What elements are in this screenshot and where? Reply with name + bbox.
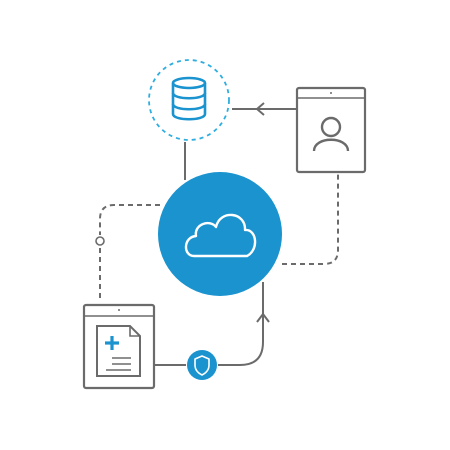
connector-shield-cloud bbox=[218, 282, 264, 366]
user-device-frame bbox=[295, 86, 367, 174]
cloud-icon bbox=[184, 213, 257, 258]
medical-device-camera bbox=[118, 309, 120, 311]
medical-device-frame bbox=[82, 303, 156, 390]
user-device bbox=[295, 86, 367, 174]
arrowhead-left bbox=[255, 102, 265, 116]
medical-document-icon bbox=[96, 325, 141, 377]
connectors bbox=[95, 102, 339, 366]
connector-cloud-medical-dashed bbox=[99, 204, 160, 235]
arrowhead-up bbox=[256, 312, 270, 323]
database-node bbox=[148, 59, 230, 141]
medical-cross-icon bbox=[105, 336, 119, 350]
database-icon bbox=[171, 76, 207, 121]
medical-record-device bbox=[82, 303, 156, 390]
user-icon bbox=[312, 116, 350, 152]
security-badge bbox=[187, 350, 217, 380]
database-dashed-ring bbox=[148, 59, 230, 141]
cloud-node bbox=[158, 172, 282, 296]
security-badge-circle bbox=[187, 350, 217, 380]
cloud-circle bbox=[158, 172, 282, 296]
connector-cloud-user-dashed bbox=[282, 173, 339, 265]
connector-junction-dot bbox=[95, 236, 105, 246]
shield-icon bbox=[194, 355, 210, 376]
user-device-camera bbox=[330, 92, 332, 94]
